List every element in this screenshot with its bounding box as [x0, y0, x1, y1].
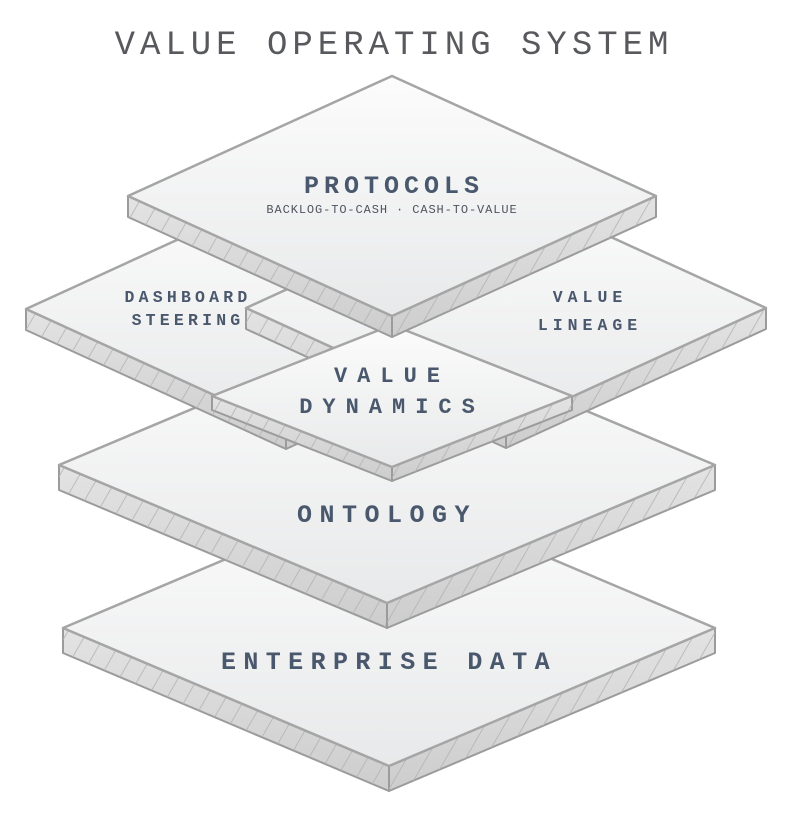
- value-dynamics-label-line1: VALUE: [334, 364, 450, 389]
- value-dynamics-face: [210, 323, 574, 469]
- protocols-face: [126, 74, 658, 318]
- protocols-right-edge-hatch: [392, 196, 656, 337]
- layer-value-dynamics: VALUE DYNAMICS: [210, 323, 574, 482]
- ontology-label: ONTOLOGY: [297, 501, 477, 530]
- enterprise-data-label: ENTERPRISE DATA: [221, 648, 557, 677]
- value-dynamics-left-edge-hatch: [212, 396, 392, 481]
- layer-protocols: PROTOCOLS BACKLOG-TO-CASH · CASH-TO-VALU…: [126, 74, 658, 338]
- protocols-label: PROTOCOLS: [304, 172, 484, 201]
- dashboard-steering-label-line1: DASHBOARD: [125, 288, 252, 307]
- ontology-right-edge-hatch: [387, 465, 715, 628]
- value-dynamics-label-line2: DYNAMICS: [299, 395, 485, 420]
- protocols-sublabel: BACKLOG-TO-CASH · CASH-TO-VALUE: [266, 203, 517, 217]
- enterprise-data-right-edge-hatch: [389, 628, 715, 791]
- protocols-left-edge-hatch: [128, 196, 392, 337]
- page-title: VALUE OPERATING SYSTEM: [115, 27, 674, 65]
- ontology-left-edge-hatch: [59, 465, 387, 628]
- value-dynamics-right-edge-hatch: [392, 396, 572, 481]
- value-lineage-label-line2: LINEAGE: [538, 316, 642, 335]
- value-lineage-right-edge-hatch: [506, 308, 766, 448]
- enterprise-data-left-edge-hatch: [63, 628, 389, 791]
- value-lineage-label-line1: VALUE: [553, 288, 628, 307]
- dashboard-steering-label-line2: STEERING: [132, 311, 245, 330]
